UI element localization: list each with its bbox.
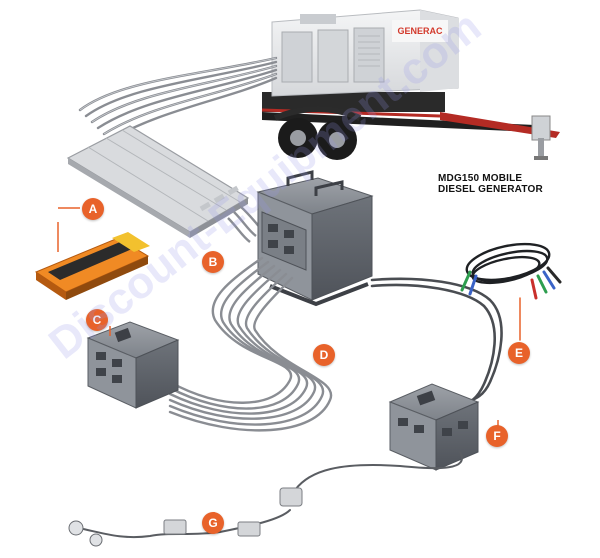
power-distribution-box-icon: [256, 170, 374, 307]
cable-bundle-icon: [460, 242, 562, 341]
cable-ramp-a-icon: [34, 207, 150, 300]
cable-ramp-icon: [66, 125, 250, 238]
generator-caption-line1: MDG150 MOBILE: [438, 173, 523, 184]
marker-g: G: [202, 512, 224, 534]
e-cable-run: [370, 277, 503, 411]
generator-brand: GENERAC: [397, 26, 443, 36]
marker-b: B: [202, 251, 224, 273]
marker-e: E: [508, 342, 530, 364]
marker-f: F: [486, 425, 508, 447]
marker-d: D: [313, 344, 335, 366]
power-distribution-box-c-icon: [86, 321, 180, 409]
power-distribution-box-f-icon: [388, 383, 480, 471]
d-cable-bundle: [168, 256, 333, 432]
generator-cable-bundle: [78, 56, 278, 142]
marker-a: A: [82, 198, 104, 220]
g-cable-run: [77, 451, 463, 539]
generator-caption: MDG150 MOBILE DIESEL GENERATOR: [438, 173, 578, 195]
generator-caption-line2: DIESEL GENERATOR: [438, 184, 543, 195]
connector-icon: [68, 487, 303, 547]
generator-icon: GENERAC: [261, 9, 560, 160]
marker-c: C: [86, 309, 108, 331]
